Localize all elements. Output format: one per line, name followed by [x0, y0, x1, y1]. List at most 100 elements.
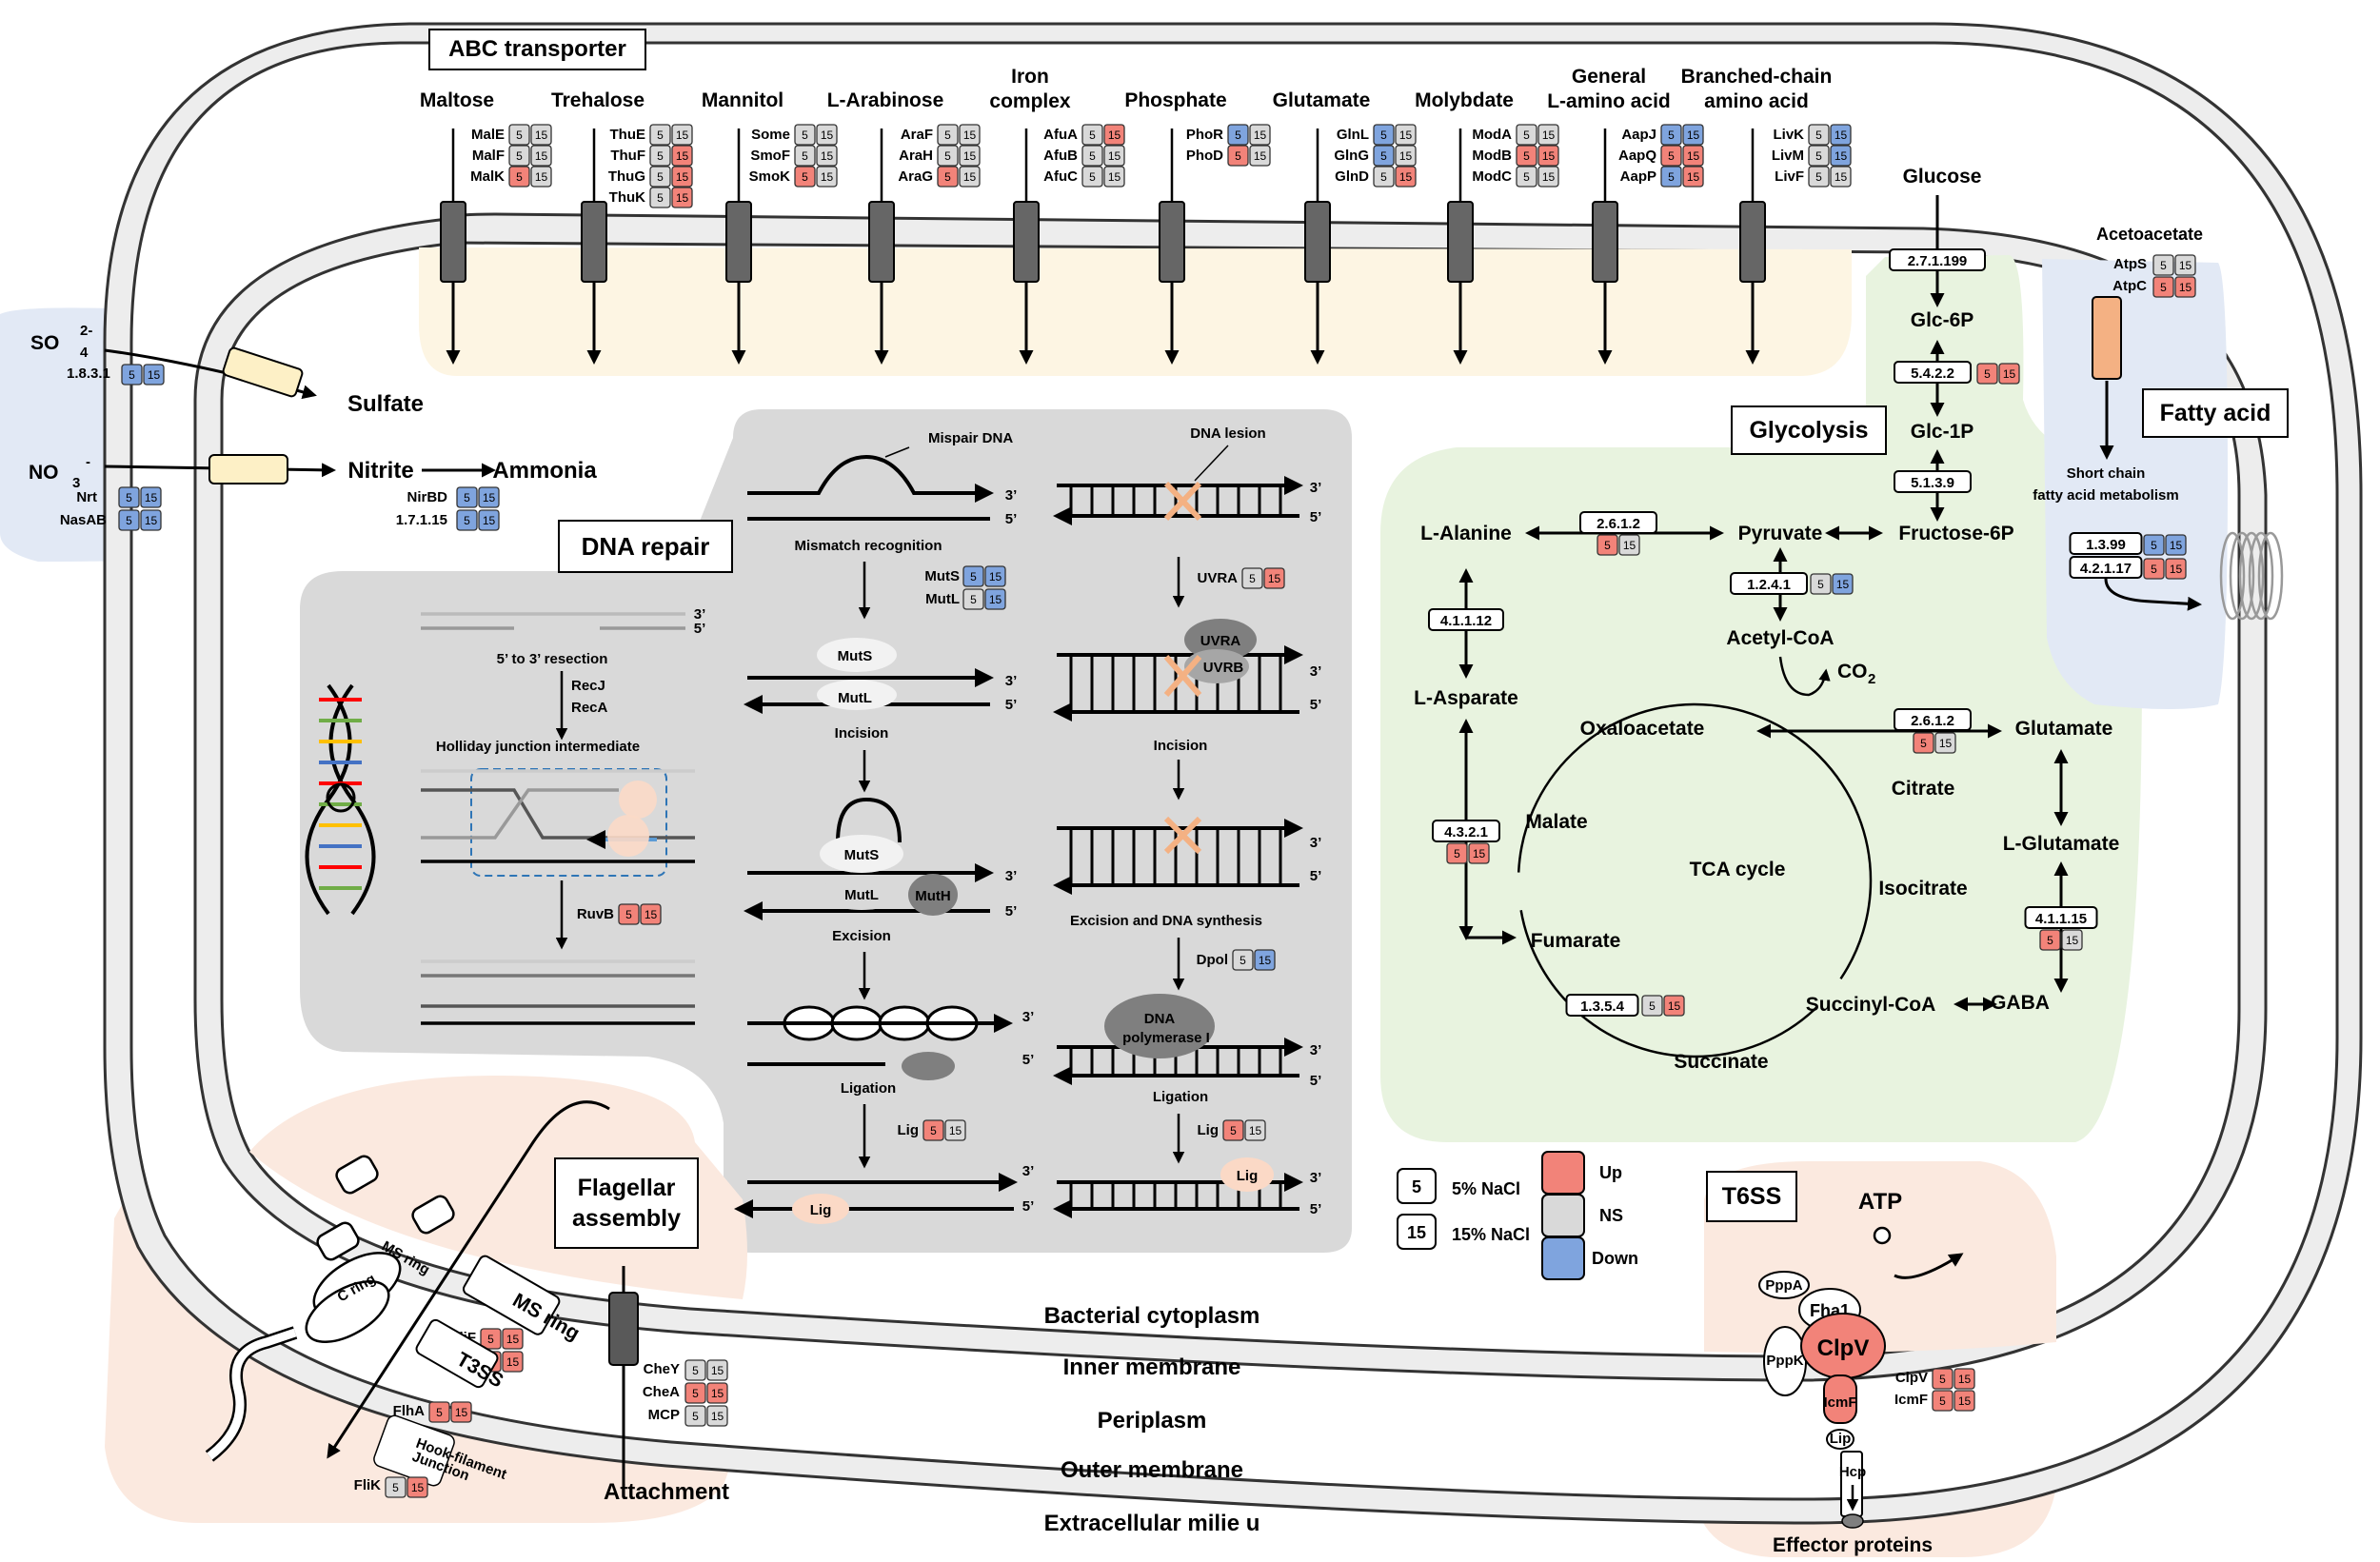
glc1p-label: Glc-1P: [1911, 421, 1974, 443]
gene-flik-15-text: 15: [411, 1481, 425, 1494]
uvra-label: UVRA: [1200, 633, 1241, 649]
abc-iron-complex-gene-afub-5-text: 5: [1089, 149, 1096, 163]
abc-iron-complex-gene-afua-5-box: [1081, 124, 1103, 146]
ec-aspartase-box: [1432, 820, 1500, 842]
holliday-box: [470, 768, 667, 877]
abc-branched-chain-amino-acid-gene-livk-15-box: [1830, 124, 1852, 146]
gaba-label: GABA: [1991, 992, 2050, 1014]
glutamate-label: Glutamate: [2015, 718, 2113, 740]
ec-glucose-box: [1889, 248, 1986, 271]
prime-3: 3’: [1310, 663, 1322, 680]
fatty-acid-title: Fatty acid: [2142, 388, 2289, 438]
pppa-label: PppA: [1765, 1277, 1802, 1294]
gene-icmf: IcmF: [1894, 1392, 1928, 1408]
prime-3: 3’: [1005, 868, 1018, 884]
prime-5: 5’: [1310, 509, 1322, 525]
abc-l-arabinose-gene-arag-15-box: [959, 166, 981, 188]
ec-oxalo-15-text: 15: [1939, 737, 1953, 750]
lesion-mark-3: [1163, 816, 1202, 855]
muts-label: MutS: [838, 648, 873, 664]
gene-chey-15-box: [706, 1359, 728, 1381]
gene-flif-15-box: [502, 1328, 524, 1350]
mutl-label-2: MutL: [844, 887, 879, 903]
abc-branched-chain-amino-acid-gene-livm-5-text: 5: [1815, 149, 1822, 163]
outer-membrane-label: Outer membrane: [1061, 1457, 1243, 1483]
ec-lglut-15-box: [2061, 929, 2083, 951]
abc-glutamate-title: Glutamate: [1273, 89, 1371, 111]
abc-glutamate-gene-glnd: GlnD: [1335, 168, 1369, 185]
abc-l-arabinose-gene-araf-5-box: [937, 124, 959, 146]
acetyl-co2-arrow: [1778, 656, 1831, 697]
abc-l-arabinose-gene-arah-15-box: [959, 145, 981, 167]
flagellar-title-line1: Flagellar: [577, 1175, 676, 1201]
uvra-blob: [1184, 619, 1257, 661]
extracellular-label: Extracellular milie u: [1044, 1511, 1260, 1536]
legend-down-label: Down: [1592, 1249, 1638, 1268]
nitrite-label: Nitrite: [347, 458, 413, 484]
gene-flii-15-text: 15: [506, 1355, 520, 1369]
abc-glutamate-gene-glnd-15-box: [1395, 166, 1417, 188]
abc-molybdate-gene-moda: ModA: [1472, 127, 1512, 143]
gene-nrt-15-text: 15: [145, 491, 158, 504]
icmf-blob: [1823, 1374, 1857, 1424]
abc-trehalose-gene-thuk-5-box: [649, 187, 671, 208]
ec-fa-1-15-box: [2165, 534, 2187, 556]
legend-down-swatch: [1541, 1236, 1585, 1280]
gene-mcp-5-box: [684, 1405, 706, 1427]
abc-general-l-amino-acid-gene-aapq-15-box: [1682, 145, 1704, 167]
ec-sulfate-5-box: [121, 364, 143, 386]
sulfate-label: Sulfate: [347, 391, 424, 417]
gene-atps: AtpS: [2113, 256, 2147, 272]
abc-general-l-amino-acid-gene-aapp-15-text: 15: [1687, 170, 1700, 184]
lesion-pointer: [1194, 445, 1229, 482]
hj-protein-2: [607, 815, 649, 857]
ligase-blob: [902, 1052, 955, 1080]
abc-l-arabinose-title: L-Arabinose: [827, 89, 944, 111]
abc-general-l-amino-acid-gene-aapp: AapP: [1620, 168, 1656, 185]
legend-5-label: 5% NaCl: [1452, 1179, 1520, 1198]
prime-3: 3’: [1022, 1163, 1035, 1179]
ec-nir-15-text: 15: [483, 514, 496, 527]
abc-trehalose-gene-thug-5-box: [649, 166, 671, 188]
gene-icmf-15-text: 15: [1958, 1394, 1972, 1408]
lesion-label: DNA lesion: [1190, 425, 1265, 442]
prime-3: 3’: [1022, 1009, 1035, 1025]
lig-blob-2: [1220, 1157, 1274, 1192]
gene-flha-5-box: [428, 1401, 450, 1423]
abc-l-arabinose-gene-arah-5-box: [937, 145, 959, 167]
ec-glc1p-text: 5.1.3.9: [1911, 475, 1954, 491]
gene-dpol-15-box: [1254, 949, 1276, 971]
gene-mutl-5-text: 5: [970, 593, 977, 606]
abc-l-arabinose-gene-arag-5-text: 5: [944, 170, 951, 184]
gene-nrt-5-text: 5: [126, 491, 132, 504]
ec-fa-1-15-text: 15: [2170, 539, 2183, 552]
lesion-mark-2: [1163, 655, 1202, 697]
fatty-coil-3: [2248, 531, 2274, 621]
abc-mannitol-gene-some-15-box: [816, 124, 838, 146]
uvrb-label: UVRB: [1203, 660, 1244, 676]
incision-label: Incision: [835, 725, 889, 741]
legend-5-box: [1397, 1168, 1437, 1204]
gene-mcp-15-text: 15: [711, 1410, 724, 1423]
abc-l-arabinose-gene-arah-15-text: 15: [963, 149, 977, 163]
prime-5: 5’: [1005, 903, 1018, 919]
periplasm-label: Periplasm: [1098, 1408, 1207, 1433]
gene-flha-5-text: 5: [436, 1406, 443, 1419]
abc-maltose-gene-malk-15-text: 15: [535, 170, 548, 184]
abc-trehalose-gene-thue-5-box: [649, 124, 671, 146]
gene-icmf-5-text: 5: [1939, 1394, 1946, 1408]
ec-glc1p-box: [1894, 470, 1972, 493]
ec-fa-1-text: 1.3.99: [2086, 537, 2126, 553]
fatty-coil-1: [2229, 531, 2255, 621]
abc-maltose-gene-malk: MalK: [470, 168, 505, 185]
gene-nasab-5-box: [118, 509, 140, 531]
gene-lig-5-box: [922, 1119, 944, 1141]
abc-glutamate-gene-glnd-5-text: 5: [1380, 170, 1387, 184]
ligation-label: Ligation: [841, 1080, 896, 1097]
abc-molybdate-gene-moda-15-box: [1537, 124, 1559, 146]
clpv-blob-label: ClpV: [1817, 1335, 1870, 1361]
gene-flif-5-box: [480, 1328, 502, 1350]
pppa-blob: [1758, 1271, 1810, 1299]
gene-chea-15-text: 15: [711, 1387, 724, 1400]
